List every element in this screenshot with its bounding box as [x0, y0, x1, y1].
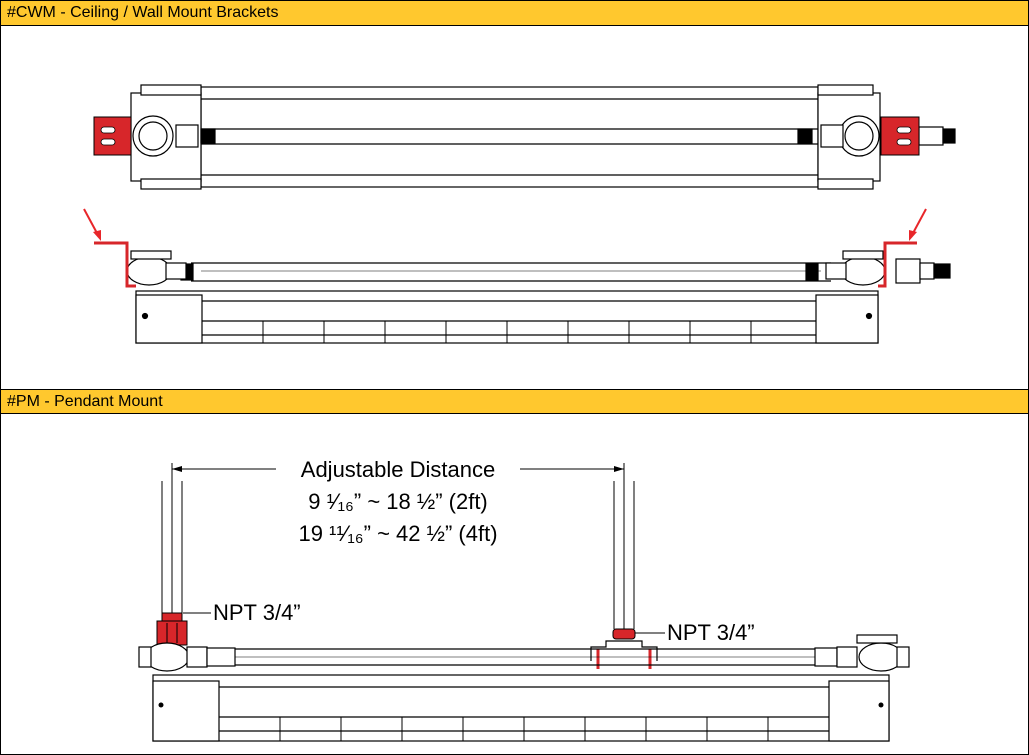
left-bracket-side — [94, 241, 136, 288]
bracket-slot — [100, 138, 116, 146]
dim-arrow-left-icon — [172, 466, 182, 472]
bracket-slot — [100, 126, 116, 134]
left-bracket-top — [93, 116, 132, 156]
pendant-pipes — [161, 481, 635, 629]
npt-right-label: NPT 3/4” — [667, 620, 755, 645]
pendant-ribs — [279, 717, 769, 741]
bracket-slot — [896, 126, 912, 134]
right-pendant-clamp — [590, 640, 658, 661]
cwm-side-ribs — [262, 321, 752, 343]
range-2ft-label: 9 ¹⁄₁₆” ~ 18 ½” (2ft) — [308, 489, 488, 514]
left-arrowhead-icon — [93, 230, 101, 241]
adjustable-distance-label: Adjustable Distance — [301, 457, 495, 482]
left-npt-fitting — [161, 612, 183, 622]
left-pendant-hub — [156, 620, 188, 646]
npt-left-label: NPT 3/4” — [213, 600, 301, 625]
right-arrowhead-icon — [909, 230, 917, 241]
cwm-section-title: #CWM - Ceiling / Wall Mount Brackets — [7, 4, 279, 21]
right-bracket-side — [878, 241, 917, 288]
right-bracket-top — [880, 116, 920, 156]
right-arrow-icon — [911, 208, 927, 236]
range-4ft-label: 19 ¹¹⁄₁₆” ~ 42 ½” (4ft) — [298, 521, 497, 546]
cwm-top-view — [130, 84, 956, 190]
pm-section-header: #PM - Pendant Mount — [1, 389, 1028, 414]
right-npt-fitting — [612, 628, 636, 640]
cwm-side-view — [126, 250, 951, 344]
pm-section-title: #PM - Pendant Mount — [7, 393, 163, 410]
cwm-section-header: #CWM - Ceiling / Wall Mount Brackets — [1, 1, 1028, 26]
bracket-slot — [896, 138, 912, 146]
dim-arrow-right-icon — [614, 466, 624, 472]
left-arrow-icon — [83, 208, 99, 236]
